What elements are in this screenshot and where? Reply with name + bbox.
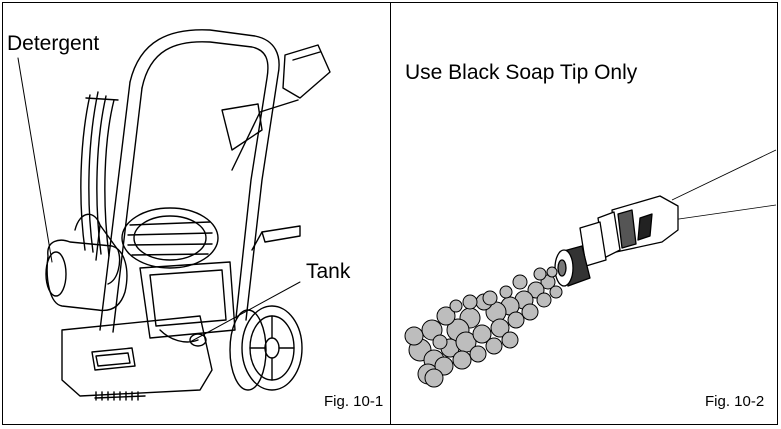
detergent-callout: Detergent [7, 32, 99, 56]
tank-callout: Tank [306, 260, 350, 284]
soap-tip-illustration [555, 150, 776, 286]
soap-tip-instruction: Use Black Soap Tip Only [405, 61, 637, 85]
soap-bubbles [405, 267, 562, 387]
figure-10-2-caption: Fig. 10-2 [705, 393, 764, 410]
figure-10-1-caption: Fig. 10-1 [324, 393, 383, 410]
pressure-washer-illustration [18, 30, 330, 400]
